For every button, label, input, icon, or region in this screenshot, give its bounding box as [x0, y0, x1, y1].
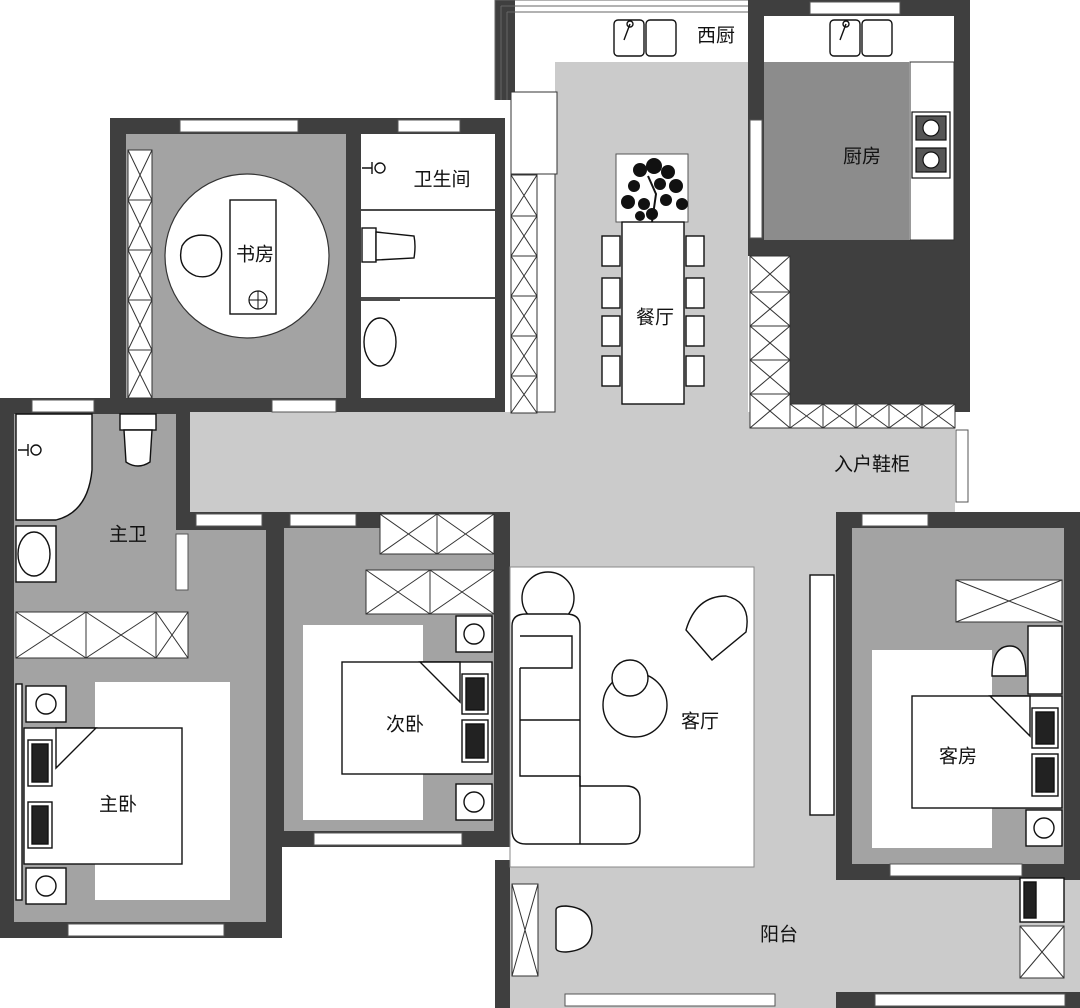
room-label-master-bath: 主卫: [108, 523, 148, 546]
room-label-west-kitchen: 西厨: [696, 24, 736, 47]
second-bed: [341, 615, 493, 821]
room-label-bathroom: 卫生间: [413, 168, 471, 191]
master-bed: [15, 683, 183, 905]
room-label-living-room: 客厅: [680, 710, 720, 733]
room-label-dining: 餐厅: [635, 306, 675, 329]
room-label-study: 书房: [235, 243, 275, 266]
stove-icon: [911, 111, 951, 179]
room-label-kitchen: 厨房: [842, 145, 882, 168]
living-furniture: [511, 571, 835, 845]
study-furniture: [164, 173, 330, 339]
room-label-entry-cabinet: 入户鞋柜: [833, 453, 911, 476]
windows: [31, 1, 1066, 1007]
room-label-balcony: 阳台: [759, 923, 799, 946]
balcony-furniture: [555, 877, 1065, 953]
master-bath-fixtures: [15, 413, 157, 583]
room-label-second-bedroom: 次卧: [385, 713, 425, 736]
room-label-master-bedroom: 主卧: [98, 793, 138, 816]
room-label-guest-room: 客房: [938, 745, 978, 768]
bathroom-fixtures: [361, 162, 495, 367]
cabinets: [15, 91, 1065, 979]
plant-icon: [621, 158, 688, 223]
sink-icons: [613, 19, 893, 57]
guest-bed: [911, 625, 1063, 847]
bay-window: [494, 0, 748, 100]
